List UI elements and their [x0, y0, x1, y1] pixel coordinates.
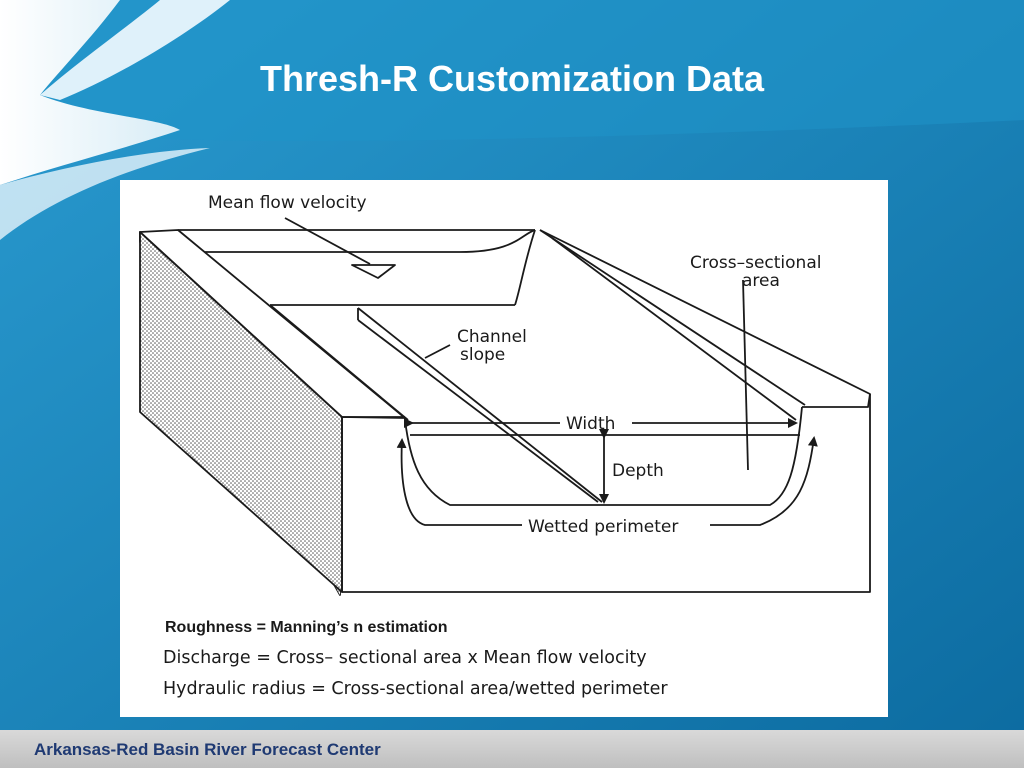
- label-mean-flow-velocity: Mean flow velocity: [208, 193, 367, 213]
- label-depth: Depth: [612, 461, 664, 481]
- channel-diagram-drawing: Mean flow velocity Cross–sectional area …: [139, 193, 871, 596]
- discharge-formula: Discharge = Cross– sectional area x Mean…: [163, 648, 647, 668]
- label-wetted-perimeter: Wetted perimeter: [528, 517, 678, 537]
- label-width: Width: [566, 414, 615, 434]
- label-cross-sectional: Cross–sectional: [690, 253, 821, 273]
- label-slope: slope: [460, 345, 505, 365]
- hydraulic-radius-formula: Hydraulic radius = Cross-sectional area/…: [163, 679, 668, 699]
- channel-diagram: Mean flow velocity Cross–sectional area …: [120, 180, 888, 717]
- footer-text: Arkansas-Red Basin River Forecast Center: [34, 740, 381, 759]
- label-area: area: [742, 271, 780, 291]
- label-channel: Channel: [457, 327, 527, 347]
- roughness-note: Roughness = Manning’s n estimation: [165, 619, 448, 636]
- footer-bar: [0, 730, 1024, 768]
- slide-title: Thresh-R Customization Data: [259, 58, 765, 99]
